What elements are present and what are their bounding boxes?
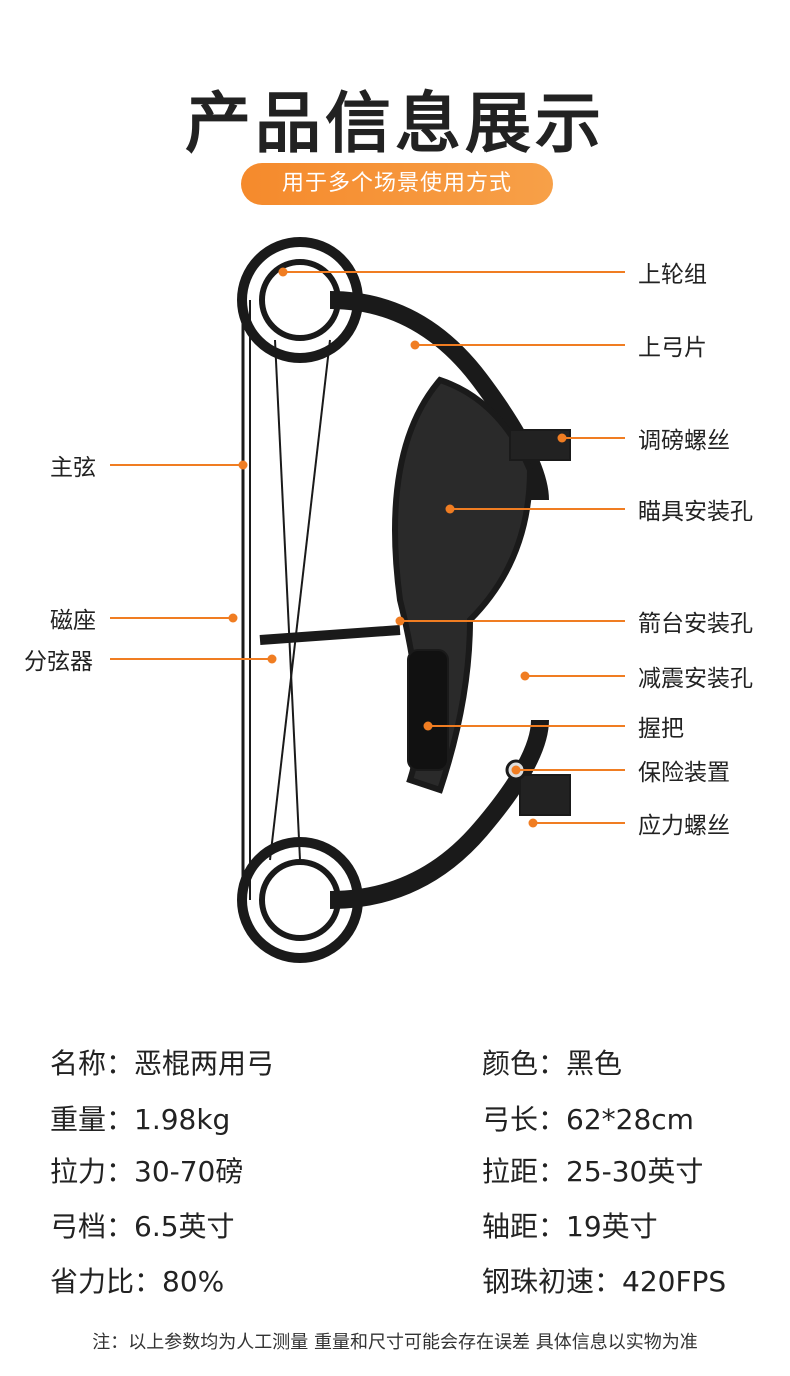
disclaimer-note: 注：以上参数均为人工测量 重量和尺寸可能会存在误差 具体信息以实物为准	[92, 1332, 698, 1353]
spec-axle-length: 轴距：19英寸	[482, 1210, 658, 1243]
spec-draw-length: 拉距：25-30英寸	[482, 1155, 704, 1188]
subtitle-badge: 用于多个场景使用方式	[241, 163, 553, 205]
page-title: 产品信息展示	[185, 85, 605, 162]
spec-name: 名称：恶棍两用弓	[50, 1047, 275, 1080]
spec-color: 颜色：黑色	[482, 1047, 623, 1080]
spec-length: 弓长：62*28cm	[482, 1103, 694, 1136]
spec-brace-height: 弓档：6.5英寸	[50, 1210, 235, 1243]
spec-weight: 重量：1.98kg	[50, 1103, 231, 1136]
grip	[407, 649, 449, 771]
spec-let-off: 省力比：80%	[50, 1265, 225, 1298]
lower-limb	[329, 719, 549, 909]
upper-limb	[329, 291, 549, 501]
spec-draw-weight: 拉力：30-70磅	[50, 1155, 244, 1188]
spec-velocity: 钢珠初速：420FPS	[482, 1265, 727, 1298]
